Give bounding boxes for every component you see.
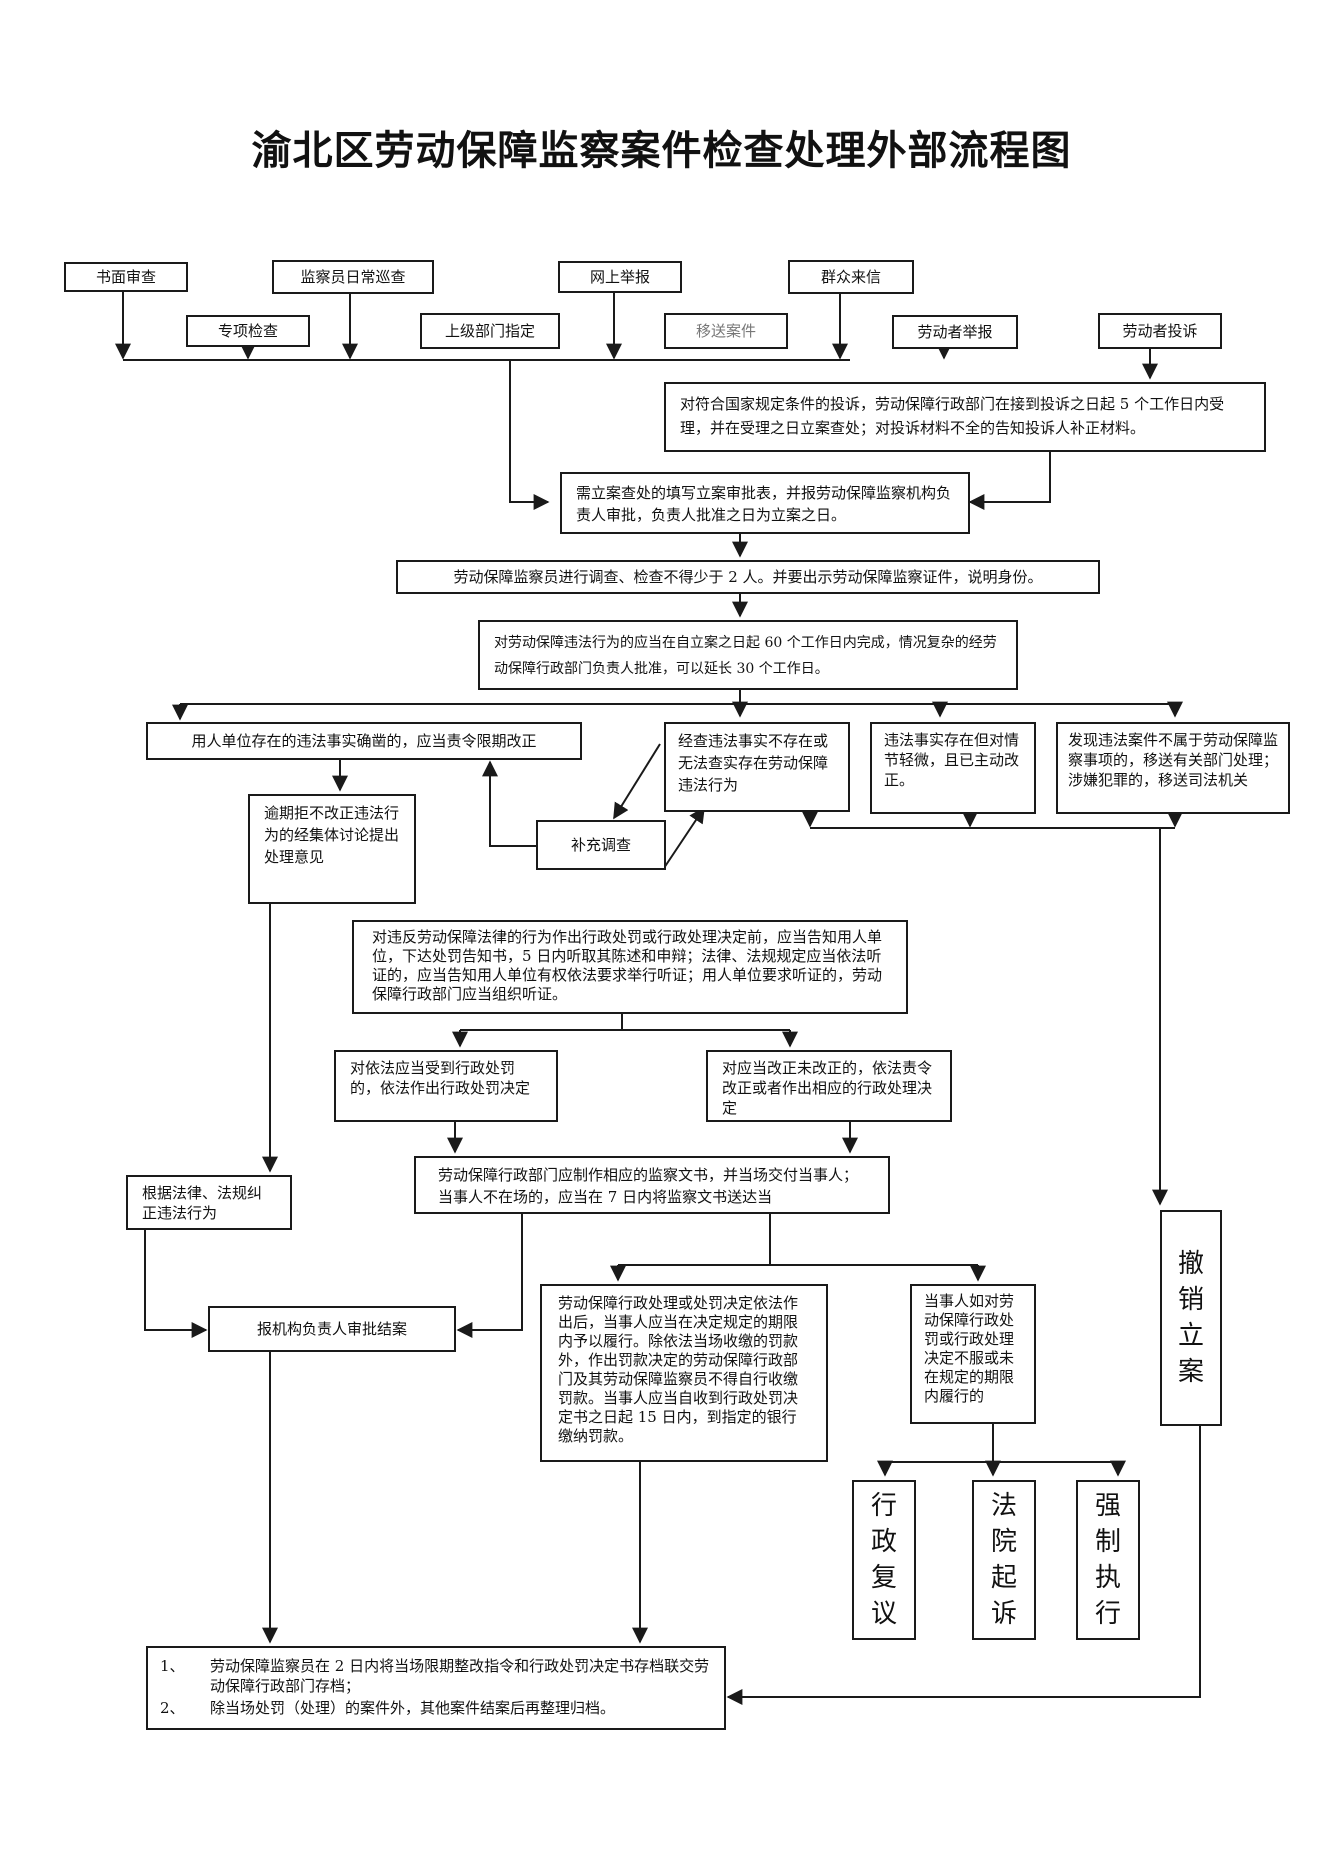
- revoke-case-label: 撤销立案: [1177, 1249, 1204, 1387]
- source-special-inspection: 专项检查: [186, 315, 310, 347]
- fulfil-penalty-box: 劳动保障行政处理或处罚决定依法作出后，当事人应当在决定规定的期限内予以履行。除依…: [540, 1284, 828, 1462]
- enforcement-box: 强制执行: [1076, 1480, 1140, 1640]
- source-worker-complaint: 劳动者投诉: [1098, 313, 1222, 349]
- archive-item-number: 1、: [160, 1657, 185, 1675]
- archive-item-text: 除当场处罚（处理）的案件外，其他案件结案后再整理归档。: [210, 1699, 616, 1717]
- court-suit-box: 法院起诉: [972, 1480, 1036, 1640]
- connector: [144, 1228, 208, 1338]
- archive-item-number: 2、: [160, 1699, 185, 1717]
- not-in-scope-box: 发现违法案件不属于劳动保障监察事项的，移送有关部门处理；涉嫌犯罪的，移送司法机关: [1056, 722, 1290, 814]
- connector: [663, 806, 705, 869]
- source-online-report: 网上举报: [558, 261, 682, 293]
- order-correction-box: 用人单位存在的违法事实确凿的，应当责令限期改正: [146, 722, 582, 760]
- close-case-box: 报机构负责人审批结案: [208, 1306, 456, 1352]
- source-daily-patrol: 监察员日常巡查: [272, 260, 434, 294]
- correction-decision-box: 对应当改正未改正的，依法责令改正或者作出相应的行政处理决定: [706, 1050, 952, 1122]
- party-refuses-box: 当事人如对劳动保障行政处罚或行政处理决定不服或未在规定的期限内履行的: [910, 1284, 1036, 1424]
- case-approval-box: 需立案查处的填写立案审批表，并报劳动保障监察机构负责人审批，负责人批准之日为立案…: [560, 472, 970, 534]
- no-violation-box: 经查违法事实不存在或无法查实存在劳动保障违法行为: [664, 722, 850, 812]
- investigation-box: 劳动保障监察员进行调查、检查不得少于 2 人。并要出示劳动保障监察证件，说明身份…: [396, 560, 1100, 594]
- archive-item-1: 1、 劳动保障监察员在 2 日内将当场限期整改指令和行政处罚决定书存档联交劳动保…: [160, 1656, 712, 1696]
- issue-documents-box: 劳动保障行政部门应制作相应的监察文书，并当场交付当事人；当事人不在场的，应当在 …: [414, 1156, 890, 1214]
- court-suit-label: 法院起诉: [990, 1491, 1017, 1629]
- source-written-review: 书面审查: [64, 262, 188, 292]
- connector: [509, 360, 550, 510]
- connector: [456, 1212, 523, 1338]
- source-public-letters: 群众来信: [788, 260, 914, 294]
- connector: [968, 450, 1051, 510]
- source-superior-assigned: 上级部门指定: [420, 313, 560, 349]
- penalty-decision-box: 对依法应当受到行政处罚的，依法作出行政处罚决定: [334, 1050, 558, 1122]
- connector: [726, 1424, 1201, 1705]
- minor-corrected-box: 违法事实存在但对情节轻微，且已主动改正。: [870, 722, 1036, 814]
- archive-box: 1、 劳动保障监察员在 2 日内将当场限期整改指令和行政处罚决定书存档联交劳动保…: [146, 1646, 726, 1730]
- complaint-acceptance-box: 对符合国家规定条件的投诉，劳动保障行政部门在接到投诉之日起 5 个工作日内受理，…: [664, 382, 1266, 452]
- enforcement-label: 强制执行: [1094, 1491, 1121, 1629]
- revoke-case-box: 撤销立案: [1160, 1210, 1222, 1426]
- source-worker-report: 劳动者举报: [892, 315, 1018, 349]
- archive-item-text: 劳动保障监察员在 2 日内将当场限期整改指令和行政处罚决定书存档联交劳动保障行政…: [210, 1657, 710, 1695]
- notify-hearing-box: 对违反劳动保障法律的行为作出行政处罚或行政处理决定前，应当告知用人单位，下达处罚…: [352, 920, 908, 1014]
- correct-per-law-box: 根据法律、法规纠正违法行为: [126, 1175, 292, 1230]
- admin-review-label: 行政复议: [870, 1491, 897, 1629]
- source-transferred-case: 移送案件: [664, 313, 788, 349]
- deadline-box: 对劳动保障违法行为的应当在自立案之日起 60 个工作日内完成，情况复杂的经劳动保…: [478, 620, 1018, 690]
- overdue-refusal-box: 逾期拒不改正违法行为的经集体讨论提出处理意见: [248, 794, 416, 904]
- connector: [613, 743, 661, 820]
- page-title: 渝北区劳动保障监察案件检查处理外部流程图: [251, 128, 1072, 174]
- archive-item-2: 2、 除当场处罚（处理）的案件外，其他案件结案后再整理归档。: [160, 1698, 712, 1718]
- supplementary-investigation-box: 补充调查: [536, 820, 666, 870]
- connector: [482, 760, 536, 847]
- admin-review-box: 行政复议: [852, 1480, 916, 1640]
